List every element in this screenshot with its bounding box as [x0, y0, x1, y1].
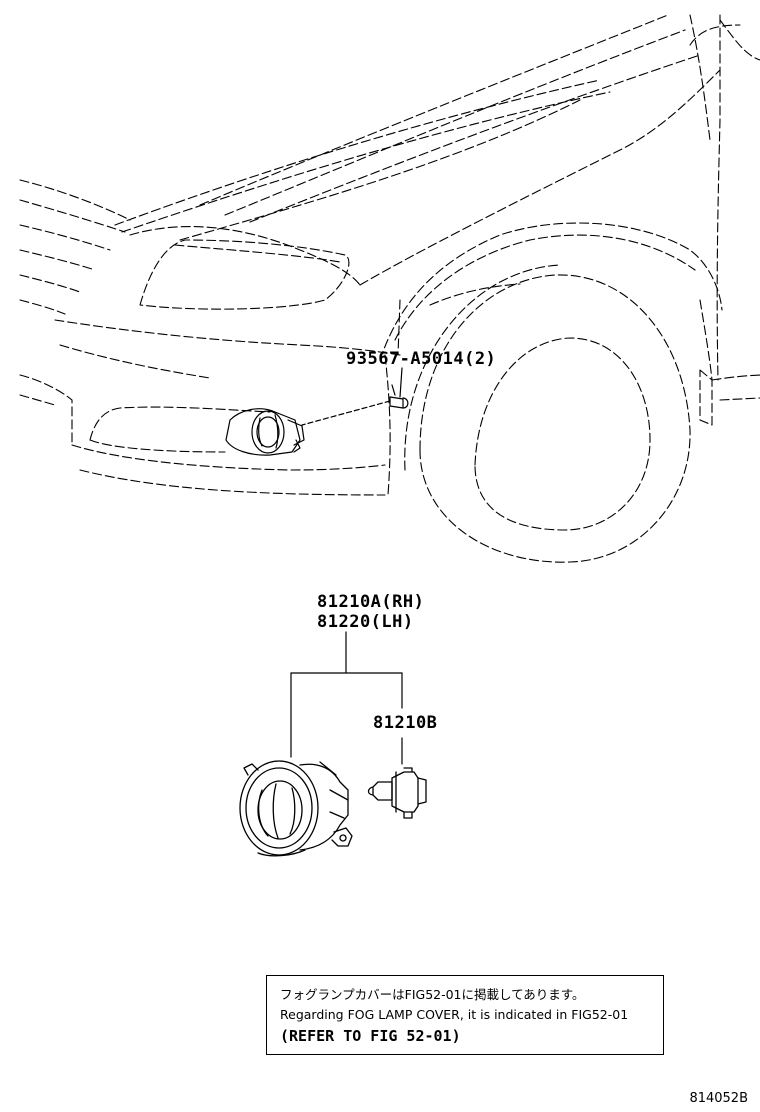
- part-number-fog-lamp-lh: 81220(LH): [317, 612, 414, 632]
- bolt-to-lamp-line: [301, 400, 391, 426]
- reference-note-box: フォグランプカバーはFIG52-01に掲載してあります。 Regarding F…: [266, 975, 664, 1055]
- note-reference: (REFER TO FIG 52-01): [280, 1027, 461, 1045]
- part-leader-lines: [290, 631, 403, 765]
- part-number-fog-lamp-rh: 81210A(RH): [317, 592, 425, 612]
- note-english: Regarding FOG LAMP COVER, it is indicate…: [280, 1007, 629, 1022]
- part-number-bulb: 81210B: [373, 713, 438, 733]
- bolt-leader-line: [399, 367, 403, 398]
- vehicle-front-outline: [19, 14, 760, 563]
- fog-lamp-assembly: [239, 760, 353, 857]
- fog-lamp-bulb: [367, 767, 427, 819]
- bolt-93567: [301, 367, 409, 426]
- note-japanese: フォグランプカバーはFIG52-01に掲載してあります。: [280, 987, 585, 1002]
- part-number-bolt: 93567-A5014(2): [346, 349, 497, 369]
- fog-lamp-installed: [225, 408, 305, 456]
- figure-identifier: 814052B: [689, 1091, 748, 1106]
